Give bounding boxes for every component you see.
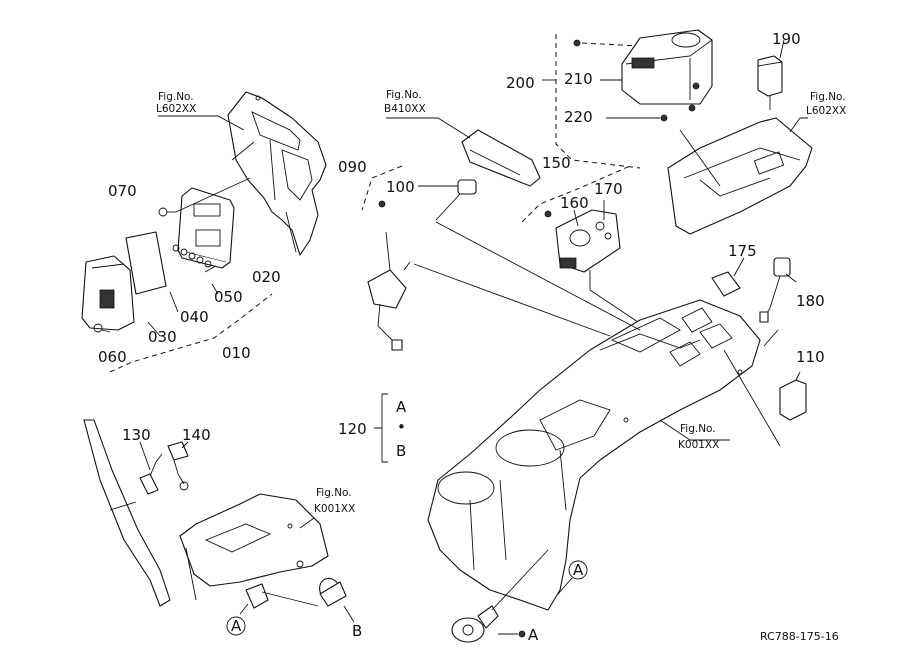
part-190-switch [757,55,783,110]
part-100-bulb [457,179,477,195]
part-060-screw [93,323,111,333]
panel-cover-upper-left [227,91,327,256]
label-050: 050 [214,288,243,306]
part-180-lighter [759,257,791,323]
marker-a-center-circle [568,560,588,580]
part-200-switch-box [621,29,713,105]
part-110-switch [779,379,807,421]
fig-ref-l602-right: Fig.No. L602XX [806,91,846,117]
label-210: 210 [564,70,593,88]
label-100: 100 [386,178,415,196]
marker-a-120: A [396,398,407,416]
part-090-socket-harness [367,231,411,351]
part-050-connectors [172,244,212,268]
part-140-connector [167,441,189,491]
marker-a-lower-circle [226,616,246,636]
marker-a-bottom: A [528,626,539,644]
part-160-switch-module [555,209,621,273]
label-190: 190 [772,30,801,48]
part-030-case [81,255,135,331]
label-070: 070 [108,182,137,200]
svg-text:L602XX: L602XX [806,105,846,117]
label-010: 010 [222,344,251,362]
svg-text:Fig.No.: Fig.No. [810,91,846,103]
group-090-bracket [361,165,403,211]
part-020-board [177,187,235,269]
part-b410-gauge [461,129,541,187]
part-070-screw [158,207,176,217]
fig-ref-k001-center: Fig.No. K001XX [678,423,719,451]
label-040: 040 [180,308,209,326]
fig-ref-k001-lower: Fig.No. K001XX [314,487,355,515]
marker-a-center: A [573,561,584,579]
marker-bullet-120: • [397,418,406,436]
label-110: 110 [796,348,825,366]
label-170: 170 [594,180,623,198]
svg-text:L602XX: L602XX [156,103,196,115]
panel-k001-lower [179,493,329,601]
svg-text:Fig.No.: Fig.No. [386,89,422,101]
svg-text:B410XX: B410XX [384,103,426,115]
label-160: 160 [560,194,589,212]
label-120: 120 [338,420,367,438]
part-arm-lower-left [83,419,171,607]
group-010-bracket [109,293,273,373]
fig-ref-b410: Fig.No. B410XX [384,89,426,115]
svg-text:K001XX: K001XX [678,439,719,451]
group-200-bracket [555,34,641,169]
label-220: 220 [564,108,593,126]
panel-k001-console [427,299,761,611]
part-040-lens [125,231,167,295]
label-175: 175 [728,242,757,260]
svg-text:Fig.No.: Fig.No. [680,423,716,435]
svg-text:Fig.No.: Fig.No. [316,487,352,499]
part-130-harness [139,453,163,495]
part-220-screw [660,82,700,122]
label-090: 090 [338,158,367,176]
fig-ref-l602-left: Fig.No. L602XX [156,91,196,115]
label-150: 150 [542,154,571,172]
part-clip-a [245,583,269,609]
marker-b-120: B [396,442,406,460]
svg-text:Fig.No.: Fig.No. [158,91,194,103]
part-grommet-b [319,577,347,607]
part-175-cap [711,271,741,297]
marker-a-lower-left: A [231,617,242,635]
svg-text:K001XX: K001XX [314,503,355,515]
label-180: 180 [796,292,825,310]
bracket-120 [374,393,388,463]
part-knob-a [451,605,499,643]
label-030: 030 [148,328,177,346]
label-140: 140 [182,426,211,444]
label-020: 020 [252,268,281,286]
label-060: 060 [98,348,127,366]
label-200: 200 [506,74,535,92]
reference-code: RC788-175-16 [760,630,839,643]
panel-l602-right [667,117,813,235]
marker-b-lower-left: B [352,622,362,640]
label-130: 130 [122,426,151,444]
group-150-bracket [521,165,631,223]
